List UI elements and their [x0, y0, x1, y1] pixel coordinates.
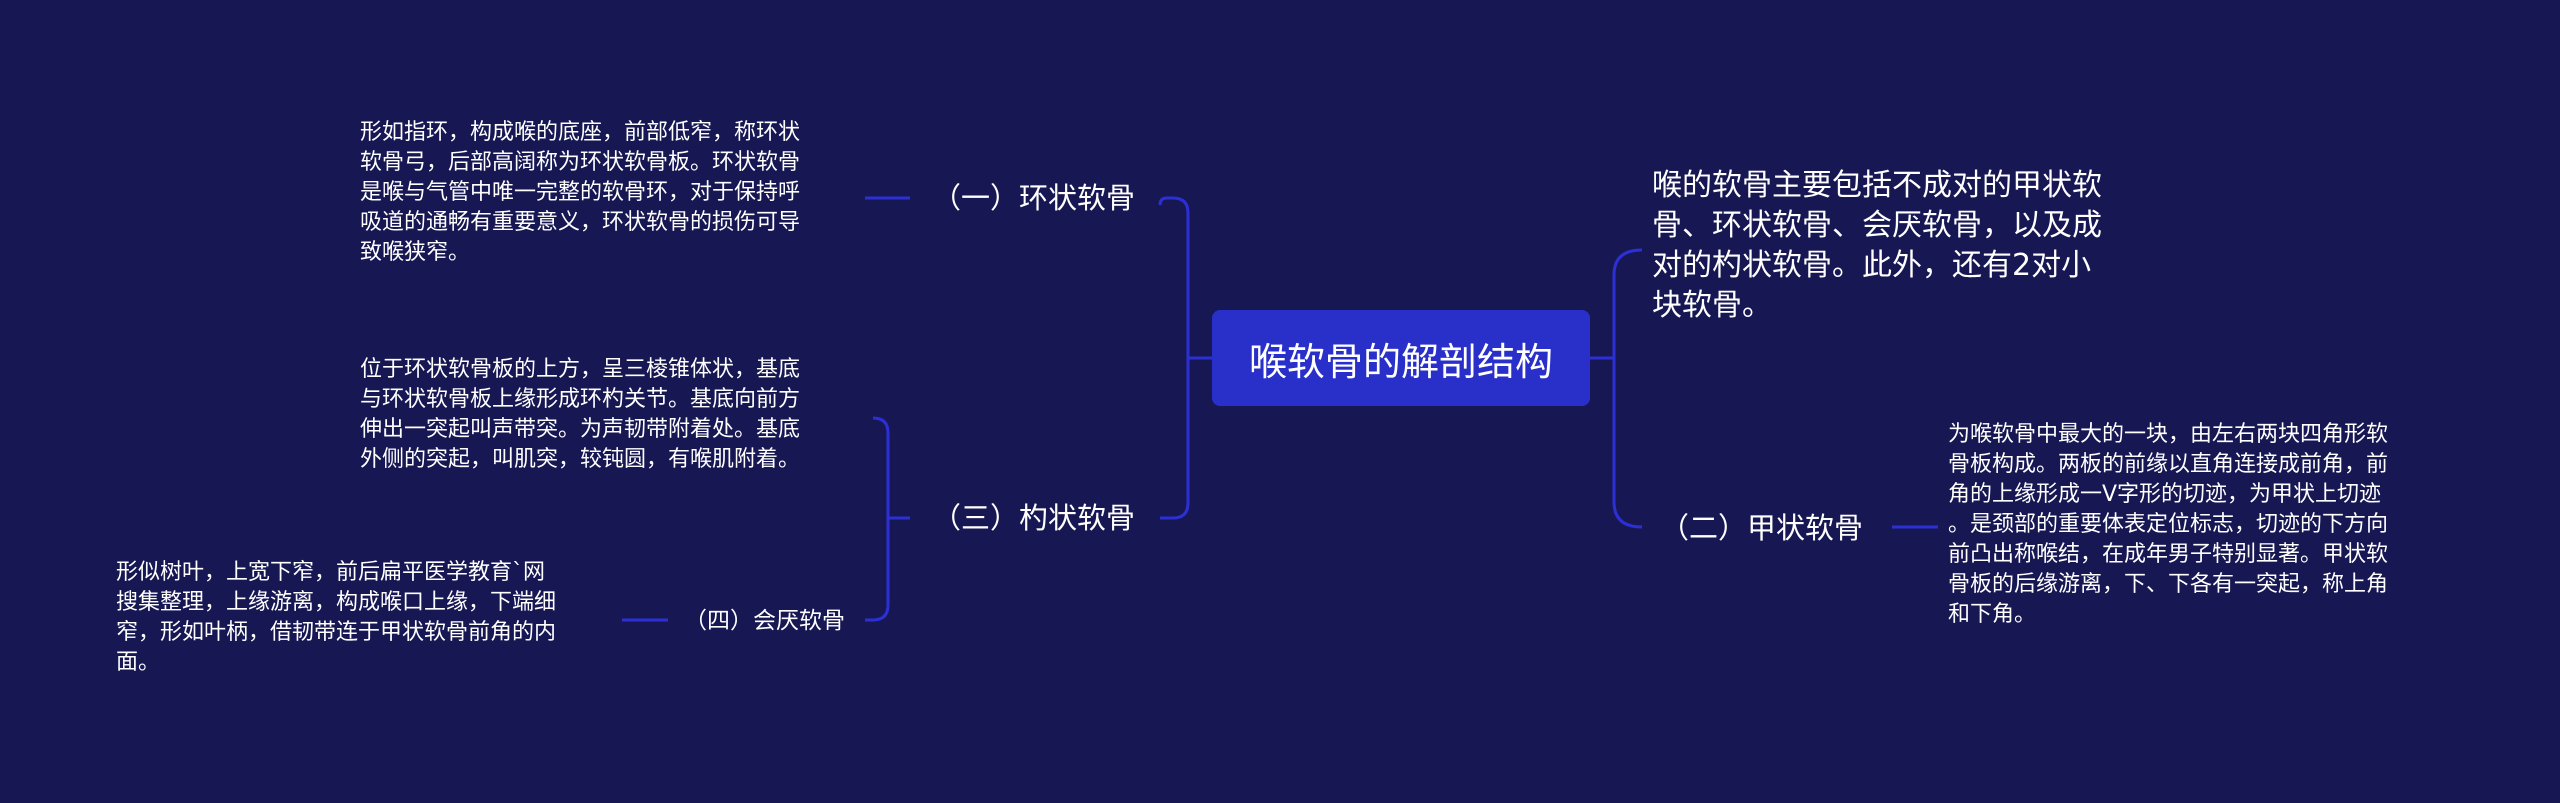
root-node: 喉软骨的解剖结构: [1212, 310, 1590, 406]
connector-arytenoid-branches: [865, 416, 890, 622]
branch-cricoid: （一）环状软骨: [932, 181, 1136, 215]
connector-right-spine: [1612, 248, 1643, 529]
epiglottis-detail: 形似树叶，上宽下窄，前后扁平医学教育`网 搜集整理，上缘游离，构成喉口上缘，下端…: [116, 560, 557, 675]
cricoid-detail: 形如指环，构成喉的底座，前部低窄，称环状 软骨弓，后部高阔称为环状软骨板。环状软…: [360, 120, 801, 265]
thyroid-detail: 为喉软骨中最大的一块，由左右两块四角形软 骨板构成。两板的前缘以直角连接成前角，…: [1948, 422, 2389, 627]
root-label: 喉软骨的解剖结构: [1248, 339, 1553, 384]
summary-node: 喉的软骨主要包括不成对的甲状软 骨、环状软骨、会厌软骨，以及成 对的杓状软骨。此…: [1652, 168, 2102, 323]
branch-thyroid: （二）甲状软骨: [1660, 511, 1864, 545]
arytenoid-detail: 位于环状软骨板的上方，呈三棱锥体状，基底 与环状软骨板上缘形成环杓关节。基底向前…: [360, 357, 801, 472]
branch-arytenoid: （三）杓状软骨: [932, 501, 1136, 535]
connector-left-cricoid: [1158, 196, 1190, 520]
branch-epiglottis: （四）会厌软骨: [684, 608, 845, 634]
